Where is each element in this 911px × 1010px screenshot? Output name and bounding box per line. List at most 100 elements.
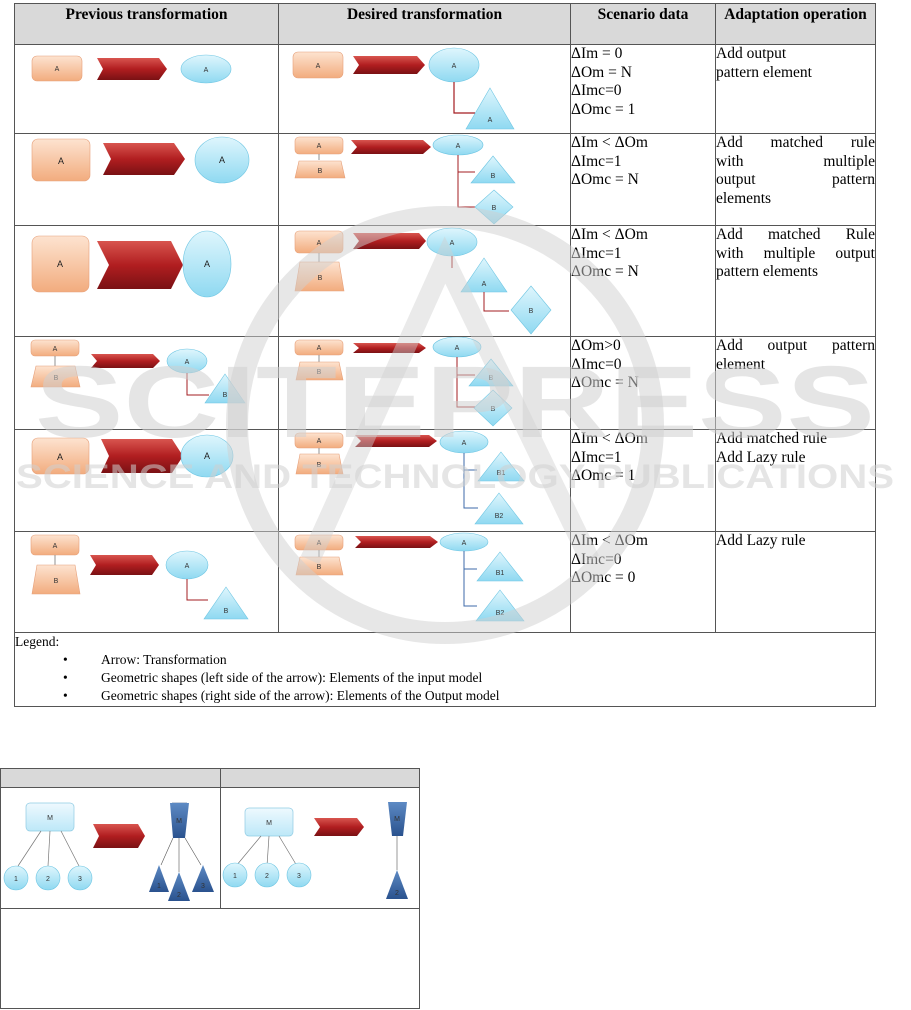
desired-diagram: A B A B B <box>294 134 516 225</box>
example-left-diagram: M 1 2 3 M 1 2 3 <box>3 802 214 901</box>
scenario-table: Previous transformation Desired transfor… <box>14 3 876 707</box>
scenario-data-cell: ΔIm < ΔOm ΔImc=1 ΔOmc = N <box>570 133 716 226</box>
scenario-data-cell: ΔOm>0 ΔImc=0 ΔOmc = N <box>570 336 716 430</box>
previous-diagram-cell: A B A B <box>14 336 279 430</box>
svg-text:B: B <box>317 369 322 376</box>
desired-diagram: A A A <box>292 47 515 130</box>
svg-text:M: M <box>394 816 400 823</box>
svg-text:3: 3 <box>78 876 82 883</box>
svg-text:M: M <box>266 820 272 827</box>
desired-diagram-cell: A B A B B <box>278 133 571 226</box>
svg-text:B1: B1 <box>496 570 505 577</box>
example-empty-cell <box>0 908 420 1009</box>
svg-text:A: A <box>185 563 190 570</box>
example-header-cell <box>0 768 221 788</box>
svg-text:A: A <box>204 451 210 461</box>
previous-diagram: A A <box>31 54 232 84</box>
legend-item: Geometric shapes (left side of the arrow… <box>15 669 875 687</box>
header-previous: Previous transformation <box>14 3 279 45</box>
operation-cell: Add output pattern element <box>715 336 876 430</box>
table-row: A A A A A ΔIm = 0 <box>14 44 876 134</box>
previous-diagram: A A <box>31 434 234 478</box>
svg-text:B: B <box>223 392 228 399</box>
example-right-diagram: M 1 2 3 M 2 <box>222 802 408 899</box>
svg-text:3: 3 <box>297 873 301 880</box>
operation-cell: Add Lazy rule <box>715 531 876 633</box>
svg-text:A: A <box>58 156 64 166</box>
svg-text:B: B <box>224 608 229 615</box>
svg-text:A: A <box>452 63 457 70</box>
svg-text:B: B <box>318 275 323 282</box>
example-header-cell <box>220 768 420 788</box>
svg-text:B: B <box>492 205 497 212</box>
previous-diagram-cell: A A <box>14 133 279 226</box>
svg-text:A: A <box>316 63 321 70</box>
svg-text:B: B <box>489 375 494 382</box>
svg-text:3: 3 <box>201 883 205 890</box>
svg-text:A: A <box>204 67 209 74</box>
svg-text:2: 2 <box>177 892 181 899</box>
svg-text:A: A <box>57 259 63 269</box>
table-row: A A A B A A <box>14 225 876 337</box>
svg-text:B: B <box>317 564 322 571</box>
table-row <box>0 908 420 1009</box>
table-row: A A A B A <box>14 133 876 226</box>
svg-text:A: A <box>455 345 460 352</box>
svg-text:1: 1 <box>14 876 18 883</box>
desired-diagram: A B A A B <box>294 227 552 335</box>
previous-diagram-cell: A A <box>14 225 279 337</box>
svg-text:2: 2 <box>265 873 269 880</box>
scenario-data-cell: ΔIm < ΔOm ΔImc=1 ΔOmc = 1 <box>570 429 716 532</box>
operation-cell: Add output pattern element <box>715 44 876 134</box>
svg-text:M: M <box>47 815 53 822</box>
previous-diagram-cell: A B A B <box>14 531 279 633</box>
svg-text:B1: B1 <box>497 470 506 477</box>
svg-text:B: B <box>491 406 496 413</box>
svg-text:A: A <box>185 359 190 366</box>
desired-diagram: A B A B1 B2 <box>294 532 525 622</box>
svg-text:A: A <box>53 543 58 550</box>
svg-text:A: A <box>55 66 60 73</box>
example-header-row <box>0 768 420 788</box>
svg-text:2: 2 <box>395 890 399 897</box>
table-row: A B A B A B <box>14 336 876 430</box>
example-right-cell: M 1 2 3 M 2 <box>220 787 420 909</box>
svg-text:B: B <box>317 462 322 469</box>
legend-item: Arrow: Transformation <box>15 651 875 669</box>
example-table: M 1 2 3 M 1 2 3 <box>0 768 420 1009</box>
svg-text:B2: B2 <box>495 513 504 520</box>
previous-diagram-cell: A A <box>14 44 279 134</box>
table-header-row: Previous transformation Desired transfor… <box>14 3 876 45</box>
svg-text:B: B <box>54 578 59 585</box>
svg-text:A: A <box>204 259 210 269</box>
svg-text:M: M <box>176 818 182 825</box>
desired-diagram: A B A B1 B2 <box>294 430 525 525</box>
table-row: M 1 2 3 M 1 2 3 <box>0 787 420 909</box>
legend-item: Geometric shapes (right side of the arro… <box>15 687 875 705</box>
svg-text:B: B <box>54 375 59 382</box>
desired-diagram-cell: A A A <box>278 44 571 134</box>
svg-text:A: A <box>488 117 493 124</box>
svg-text:A: A <box>317 143 322 150</box>
svg-text:A: A <box>57 452 63 462</box>
desired-diagram-cell: A B A A B <box>278 225 571 337</box>
previous-diagram: A A <box>31 136 250 184</box>
table-row: A B A B A B <box>14 531 876 633</box>
desired-diagram: A B A B B <box>294 337 514 427</box>
scenario-data-cell: ΔIm < ΔOm ΔImc=1 ΔOmc = N <box>570 225 716 337</box>
previous-diagram-cell: A A <box>14 429 279 532</box>
legend-row: Legend: Arrow: Transformation Geometric … <box>14 632 876 707</box>
svg-text:A: A <box>450 240 455 247</box>
previous-diagram: A B A B <box>30 534 249 620</box>
operation-cell: Add matched Rule with multiple output pa… <box>715 225 876 337</box>
svg-text:A: A <box>462 540 467 547</box>
svg-text:1: 1 <box>157 883 161 890</box>
example-left-cell: M 1 2 3 M 1 2 3 <box>0 787 221 909</box>
svg-text:1: 1 <box>233 873 237 880</box>
svg-text:A: A <box>456 143 461 150</box>
table-row: A A A B A <box>14 429 876 532</box>
svg-text:A: A <box>317 438 322 445</box>
svg-text:A: A <box>482 281 487 288</box>
operation-cell: Add matched rule with multiple output pa… <box>715 133 876 226</box>
desired-diagram-cell: A B A B1 B2 <box>278 531 571 633</box>
